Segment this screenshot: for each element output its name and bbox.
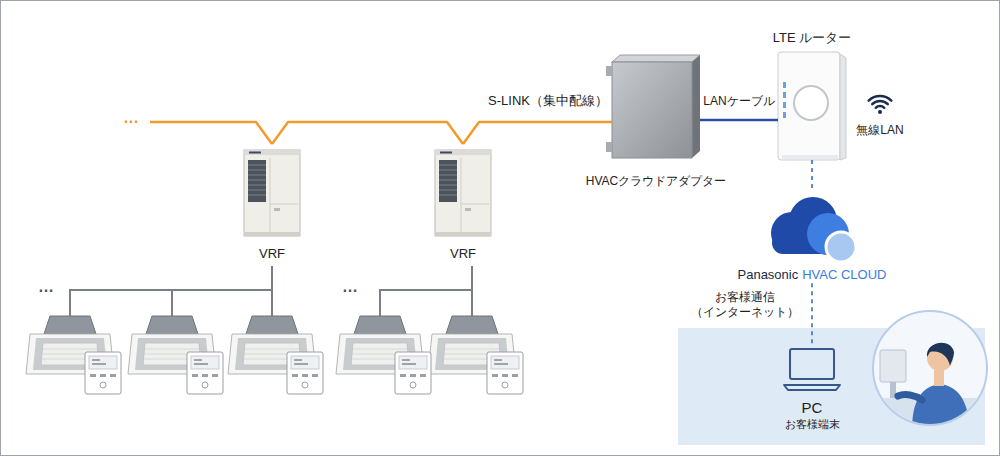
indoor-wire <box>70 266 272 318</box>
person-illustration <box>872 311 992 430</box>
wifi-icon <box>869 96 892 108</box>
lte-router <box>794 86 828 120</box>
lte-router <box>778 52 840 160</box>
node-caption: PanasonicHVAC CLOUD <box>727 267 897 283</box>
internet-link <box>811 283 813 345</box>
s-link-wire <box>150 122 272 144</box>
cloud-adapter-box <box>692 55 700 158</box>
node-picture-area <box>612 55 700 160</box>
lte-router <box>783 102 786 108</box>
connector-label: S-LINK（集中配線） <box>486 93 610 109</box>
connector-label: お客様通信 （インターネット） <box>683 290 807 320</box>
cloud-adapter-box <box>612 62 692 158</box>
node-caption: VRF <box>242 246 302 262</box>
remote-controller <box>287 352 323 394</box>
node-picture-area <box>783 345 841 391</box>
internet-link <box>811 160 813 192</box>
node-picture-area <box>433 144 493 238</box>
person-illustration <box>934 370 944 386</box>
cloud-adapter-box <box>606 142 612 152</box>
node-label: VRF <box>450 246 476 262</box>
remote-controller <box>187 352 223 394</box>
cloud-adapter-box <box>612 55 700 62</box>
node-label: Panasonic <box>738 267 799 283</box>
wifi-icon <box>869 96 892 114</box>
s-link-bus <box>272 122 463 144</box>
node-caption: LTE ルーター <box>773 30 852 46</box>
s-link-bus <box>463 122 612 144</box>
ellipsis-mark: … <box>38 277 54 297</box>
indoor-wire <box>380 266 472 318</box>
node-caption: PCお客様端末 <box>783 399 841 432</box>
person-illustration <box>898 395 922 400</box>
ellipsis-mark: … <box>342 277 358 297</box>
node-label: VRF <box>259 246 285 262</box>
node-picture-area <box>242 144 302 238</box>
cloud-adapter-box <box>606 66 612 76</box>
vrf-outdoor-unit <box>435 150 491 236</box>
vrf-unit: VRF <box>433 144 493 262</box>
node-caption: HVACクラウドアダプター <box>586 174 726 189</box>
laptop-icon <box>784 349 840 390</box>
person-illustration <box>927 343 954 366</box>
person-illustration <box>872 343 992 430</box>
remote-controller <box>395 352 431 394</box>
laptop-icon <box>790 349 834 379</box>
node-caption: VRF <box>433 246 493 262</box>
lte-router <box>840 54 846 160</box>
wifi-icon <box>878 110 882 114</box>
wireless-label: 無線LAN <box>856 123 903 138</box>
vrf-outdoor-unit <box>244 150 300 236</box>
lte-router: LTE ルーター <box>778 52 846 160</box>
node-label: HVAC CLOUD <box>802 267 886 283</box>
lte-router <box>783 82 786 88</box>
node-label: HVACクラウドアダプター <box>586 174 726 189</box>
node-label: PC <box>802 399 823 418</box>
laptop-icon <box>784 385 840 390</box>
lte-router <box>778 52 846 160</box>
connector-label: LANケーブル <box>701 94 776 109</box>
lte-router <box>783 92 786 98</box>
node-picture-area <box>727 192 897 264</box>
node-picture-area <box>778 52 846 160</box>
person-illustration <box>880 350 906 382</box>
cloud-icon <box>771 197 856 262</box>
lte-router <box>783 112 786 118</box>
remote-controller <box>487 352 523 394</box>
lte-router <box>782 155 838 159</box>
cloud-icon <box>826 232 856 262</box>
cloud-adapter: HVACクラウドアダプター <box>612 55 700 160</box>
cloud-adapter-box <box>606 55 700 158</box>
customer-pc: PCお客様端末 <box>783 345 841 432</box>
node-label: お客様端末 <box>785 418 840 432</box>
ellipsis-mark: … <box>123 108 139 128</box>
node-label: LTE ルーター <box>773 30 852 46</box>
vrf-unit: VRF <box>242 144 302 262</box>
lan-cable <box>700 119 778 122</box>
hvac-cloud: PanasonicHVAC CLOUD <box>727 192 897 283</box>
person-illustration <box>912 384 970 430</box>
customer-panel <box>678 328 985 445</box>
remote-controller <box>85 352 121 394</box>
